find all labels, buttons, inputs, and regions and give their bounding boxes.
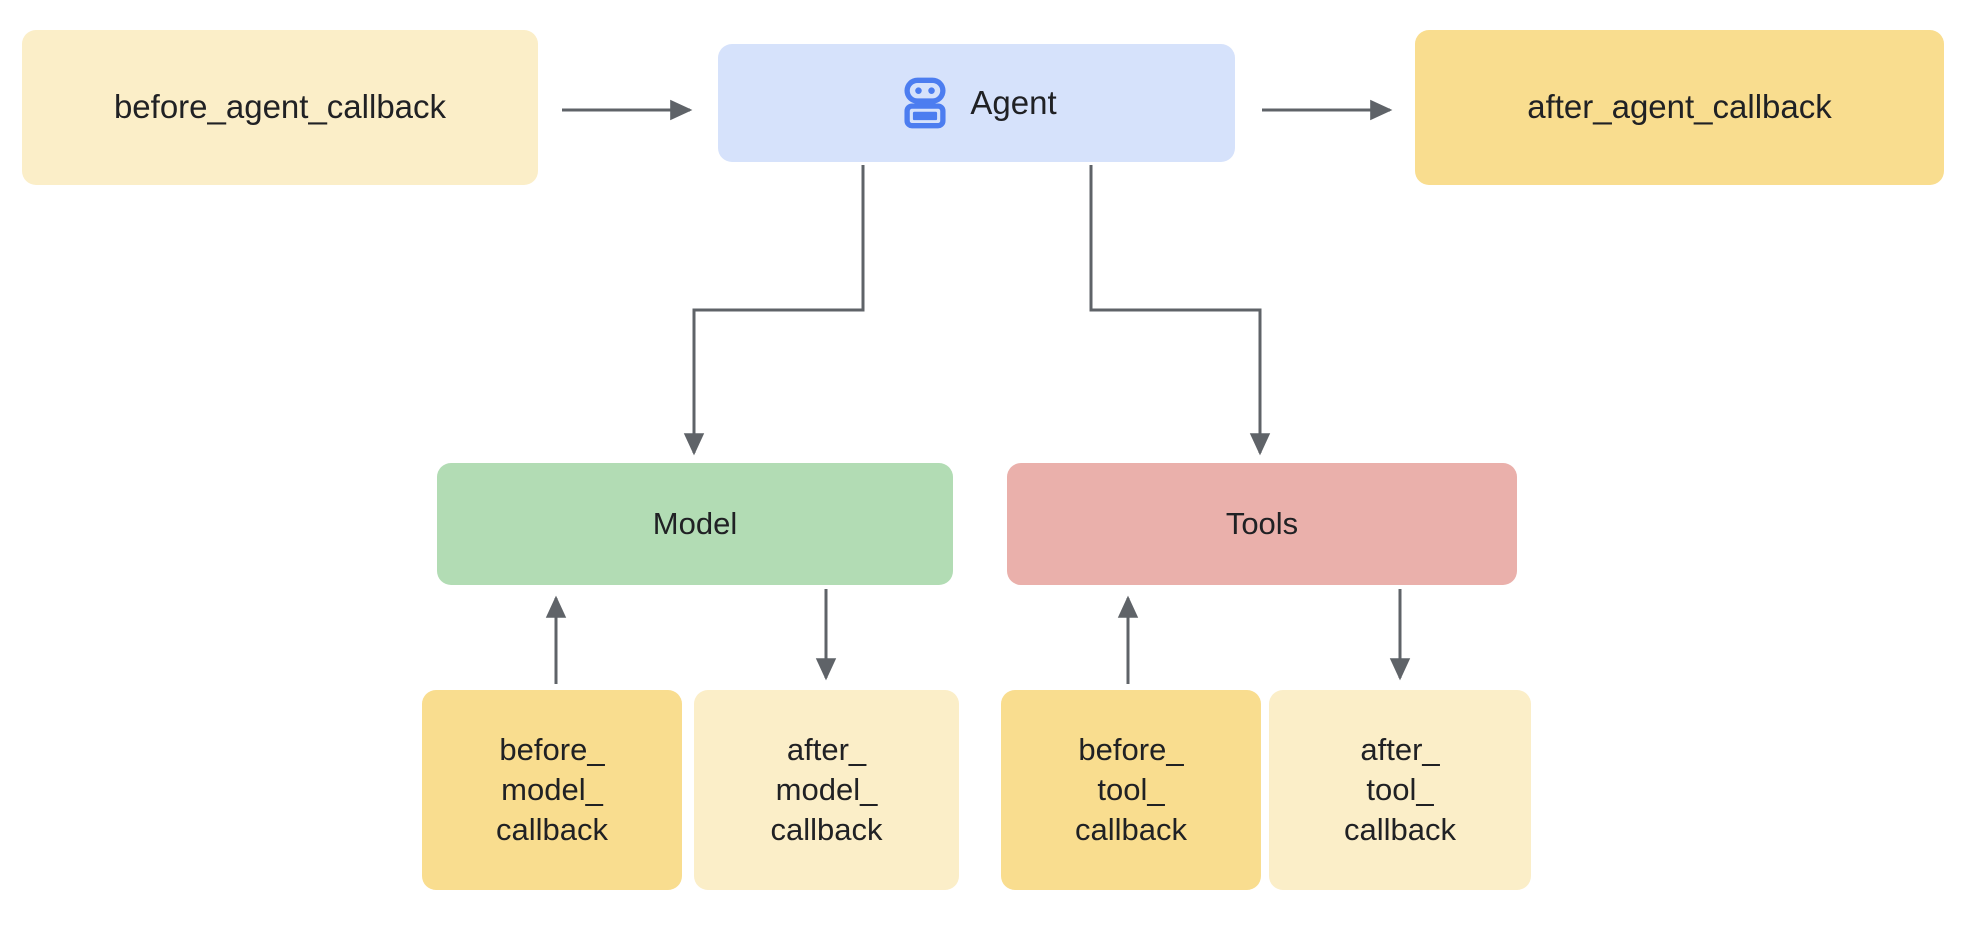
node-after_tool_callback[interactable]: after_ tool_ callback: [1269, 690, 1531, 890]
node-after_model_callback[interactable]: after_ model_ callback: [694, 690, 959, 890]
node-label-after_model_callback: after_ model_ callback: [770, 732, 883, 847]
node-before_agent_callback[interactable]: before_agent_callback: [22, 30, 538, 185]
node-model[interactable]: Model: [437, 463, 953, 585]
edge-agent-to-model: [683, 165, 865, 456]
node-label-before_model_callback: before_ model_ callback: [496, 732, 608, 847]
node-label-after_agent_callback: after_agent_callback: [1527, 88, 1832, 126]
node-before_model_callback[interactable]: before_ model_ callback: [422, 690, 682, 890]
node-before_tool_callback[interactable]: before_ tool_ callback: [1001, 690, 1261, 890]
node-label-model: Model: [652, 506, 738, 542]
node-after_agent_callback[interactable]: after_agent_callback: [1415, 30, 1944, 185]
node-label-tools: Tools: [1225, 506, 1299, 542]
node-label-before_tool_callback: before_ tool_ callback: [1075, 732, 1187, 847]
edges-group: [545, 99, 1411, 684]
node-label-before_agent_callback: before_agent_callback: [113, 88, 447, 126]
robot-icon: [904, 77, 946, 129]
edge-agent-to-tools: [1089, 165, 1271, 456]
node-tools[interactable]: Tools: [1007, 463, 1517, 585]
node-label-after_tool_callback: after_ tool_ callback: [1344, 732, 1456, 847]
node-agent[interactable]: Agent: [718, 44, 1235, 162]
node-label-agent: Agent: [970, 83, 1057, 121]
